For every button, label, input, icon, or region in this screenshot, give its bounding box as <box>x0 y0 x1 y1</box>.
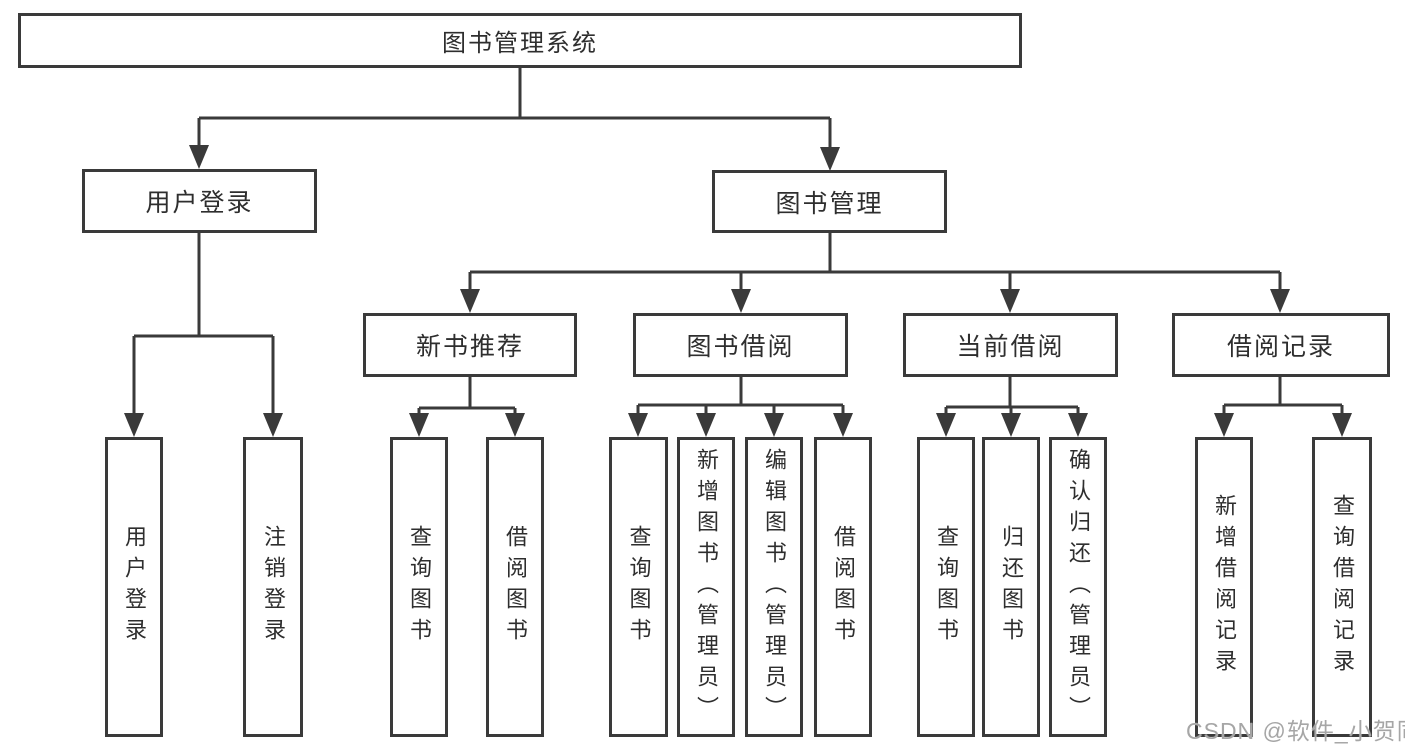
node-book-borrow: 图书借阅 <box>633 313 848 377</box>
leaf-logout-login-label: 注销登录 <box>261 525 286 649</box>
leaf-borrow-books: 借阅图书 <box>814 437 872 737</box>
leaf-borrow-books-recommend: 借阅图书 <box>486 437 544 737</box>
leaf-add-borrow-record-label: 新增借阅记录 <box>1212 494 1237 680</box>
leaf-query-books-borrow-label: 查询图书 <box>626 525 652 649</box>
leaf-query-books-borrow: 查询图书 <box>609 437 668 737</box>
leaf-confirm-return-admin: 确认归还（管理员） <box>1049 437 1107 737</box>
leaf-add-borrow-record: 新增借阅记录 <box>1195 437 1253 737</box>
leaf-user-login-label: 用户登录 <box>122 525 147 649</box>
leaf-return-books-label: 归还图书 <box>999 525 1024 649</box>
node-book-management: 图书管理 <box>712 170 947 233</box>
leaf-edit-books-admin-label: 编辑图书（管理员） <box>762 447 787 727</box>
leaf-borrow-books-label: 借阅图书 <box>831 525 856 649</box>
leaf-query-borrow-record-label: 查询借阅记录 <box>1330 494 1355 680</box>
node-root-library-system: 图书管理系统 <box>18 13 1022 68</box>
leaf-query-books-recommend: 查询图书 <box>390 437 448 737</box>
leaf-query-books-recommend-label: 查询图书 <box>407 525 432 649</box>
leaf-query-borrow-record: 查询借阅记录 <box>1312 437 1372 737</box>
leaf-return-books: 归还图书 <box>982 437 1040 737</box>
leaf-logout-login: 注销登录 <box>243 437 303 737</box>
node-borrow-records: 借阅记录 <box>1172 313 1390 377</box>
node-user-login: 用户登录 <box>82 169 317 233</box>
leaf-user-login: 用户登录 <box>105 437 163 737</box>
leaf-query-books-current: 查询图书 <box>917 437 975 737</box>
csdn-watermark: CSDN @软件_小贺同学 <box>1186 718 1405 744</box>
leaf-query-books-current-label: 查询图书 <box>934 525 959 649</box>
node-current-borrow: 当前借阅 <box>903 313 1118 377</box>
node-new-book-recommend: 新书推荐 <box>363 313 577 377</box>
leaf-add-books-admin-label: 新增图书（管理员） <box>694 447 719 727</box>
leaf-borrow-books-recommend-label: 借阅图书 <box>503 525 528 649</box>
leaf-add-books-admin: 新增图书（管理员） <box>677 437 735 737</box>
leaf-confirm-return-admin-label: 确认归还（管理员） <box>1066 447 1091 727</box>
leaf-edit-books-admin: 编辑图书（管理员） <box>745 437 803 737</box>
